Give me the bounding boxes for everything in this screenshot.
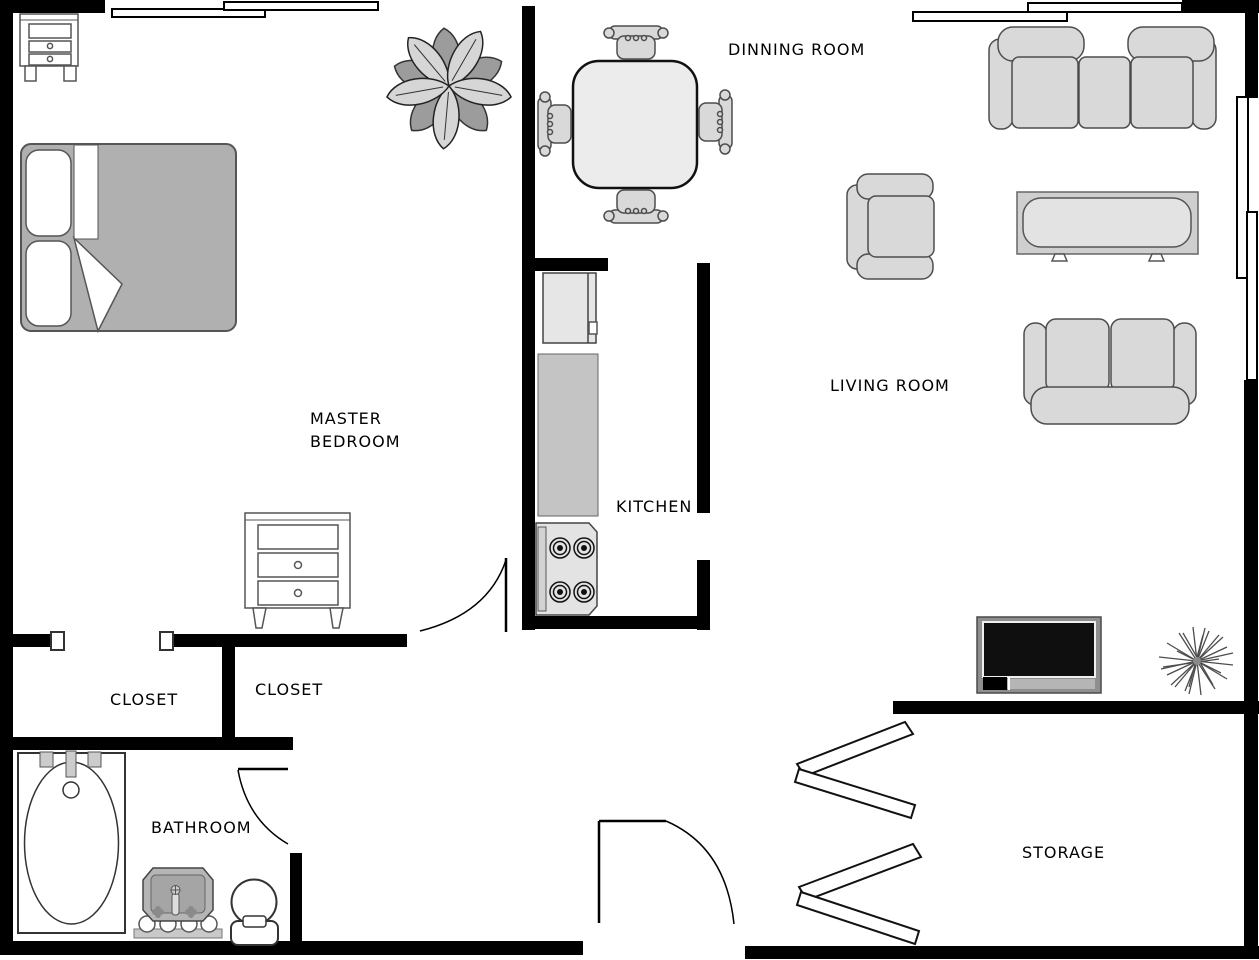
wall-top-left bbox=[0, 0, 105, 13]
label-master-line2: BEDROOM bbox=[310, 432, 401, 451]
wall-kitchen-right-upper bbox=[697, 263, 710, 513]
refrigerator bbox=[542, 272, 598, 344]
wall-storage-top bbox=[893, 701, 1259, 714]
wall-closet-top-stub bbox=[0, 634, 52, 647]
door-entry bbox=[597, 819, 735, 925]
storage-chevron-2-upper bbox=[797, 842, 923, 902]
bed-pillow-bottom bbox=[25, 240, 72, 327]
dining-chair-left bbox=[537, 91, 572, 157]
label-closet-left: CLOSET bbox=[110, 690, 178, 709]
wall-closet-divider bbox=[222, 647, 235, 750]
window-right-a bbox=[1236, 96, 1249, 279]
sink-knob-right bbox=[185, 906, 197, 918]
plant-front-petals bbox=[386, 30, 512, 150]
dining-chair-bottom bbox=[603, 189, 669, 224]
sofa-three-seat bbox=[988, 26, 1217, 130]
wall-bathroom-right bbox=[290, 853, 302, 955]
bathroom-sink bbox=[133, 867, 223, 939]
door-jamb-right bbox=[159, 631, 174, 651]
dining-chair-right bbox=[698, 89, 733, 155]
sink-knob-left bbox=[152, 906, 164, 918]
label-living-room: LIVING ROOM bbox=[830, 376, 950, 395]
loveseat bbox=[1023, 318, 1197, 425]
wall-top-right bbox=[1182, 0, 1259, 13]
label-bathroom: BATHROOM bbox=[151, 818, 252, 837]
stove-burners bbox=[549, 537, 595, 603]
wall-kitchen-right-lower bbox=[697, 560, 710, 630]
bathtub bbox=[17, 750, 126, 934]
wall-left bbox=[0, 0, 13, 955]
window-top-left-a bbox=[111, 8, 266, 18]
window-top-right-a bbox=[912, 11, 1068, 22]
stove bbox=[535, 522, 598, 616]
wall-right-lower bbox=[1244, 380, 1258, 955]
windows bbox=[111, 1, 1258, 381]
room-bathroom: BATHROOM bbox=[17, 750, 279, 946]
wall-kitchen-top-right bbox=[532, 258, 608, 271]
wall-bottom-right bbox=[745, 946, 1259, 959]
bed-pillow-top bbox=[25, 149, 72, 237]
storage-chevron-1-lower bbox=[793, 767, 917, 820]
dining-chairs bbox=[537, 25, 733, 224]
toilet bbox=[230, 878, 279, 946]
dining-table bbox=[571, 59, 699, 190]
door-bathroom bbox=[237, 767, 289, 845]
starburst-plant bbox=[1158, 626, 1234, 696]
armchair bbox=[846, 173, 935, 280]
room-dining: DINNING ROOM bbox=[537, 25, 865, 224]
label-dining-room: DINNING ROOM bbox=[728, 40, 865, 59]
label-closet-right: CLOSET bbox=[255, 680, 323, 699]
label-storage: STORAGE bbox=[1022, 843, 1105, 862]
kitchen-counter bbox=[537, 353, 599, 517]
wall-closet-top bbox=[173, 634, 407, 647]
room-kitchen: KITCHEN bbox=[535, 272, 692, 616]
window-right-b bbox=[1246, 211, 1258, 381]
wall-right-upper bbox=[1245, 13, 1258, 98]
nightstand bbox=[19, 13, 79, 82]
wall-kitchen-left bbox=[522, 6, 535, 630]
room-living: LIVING ROOM bbox=[830, 26, 1217, 425]
storage-chevron-2-lower bbox=[795, 890, 921, 946]
bed-sheet-corner bbox=[72, 235, 123, 334]
console-table bbox=[1016, 191, 1199, 262]
wall-kitchen-bottom bbox=[522, 616, 710, 629]
dining-chair-top bbox=[603, 25, 669, 60]
potted-plant bbox=[386, 27, 512, 150]
doors bbox=[237, 558, 735, 925]
room-master-bedroom: MASTER BEDROOM bbox=[19, 13, 401, 629]
double-bed bbox=[20, 143, 237, 334]
wall-closet-bottom bbox=[8, 737, 293, 750]
window-top-left-b bbox=[223, 1, 379, 11]
dresser bbox=[244, 512, 351, 629]
room-storage: STORAGE bbox=[793, 616, 1234, 946]
closets: CLOSET CLOSET bbox=[110, 680, 323, 709]
label-master-line1: MASTER bbox=[310, 409, 382, 428]
bed-sheet-fold bbox=[73, 144, 99, 240]
window-top-right-b bbox=[1027, 2, 1183, 13]
storage-chevron-1-upper bbox=[795, 720, 915, 778]
tv bbox=[976, 616, 1102, 694]
door-master-bedroom bbox=[419, 558, 508, 632]
tv-screen bbox=[982, 621, 1096, 678]
label-kitchen: KITCHEN bbox=[616, 497, 692, 516]
storage-chevrons bbox=[793, 720, 923, 946]
door-jamb-left bbox=[50, 631, 65, 651]
